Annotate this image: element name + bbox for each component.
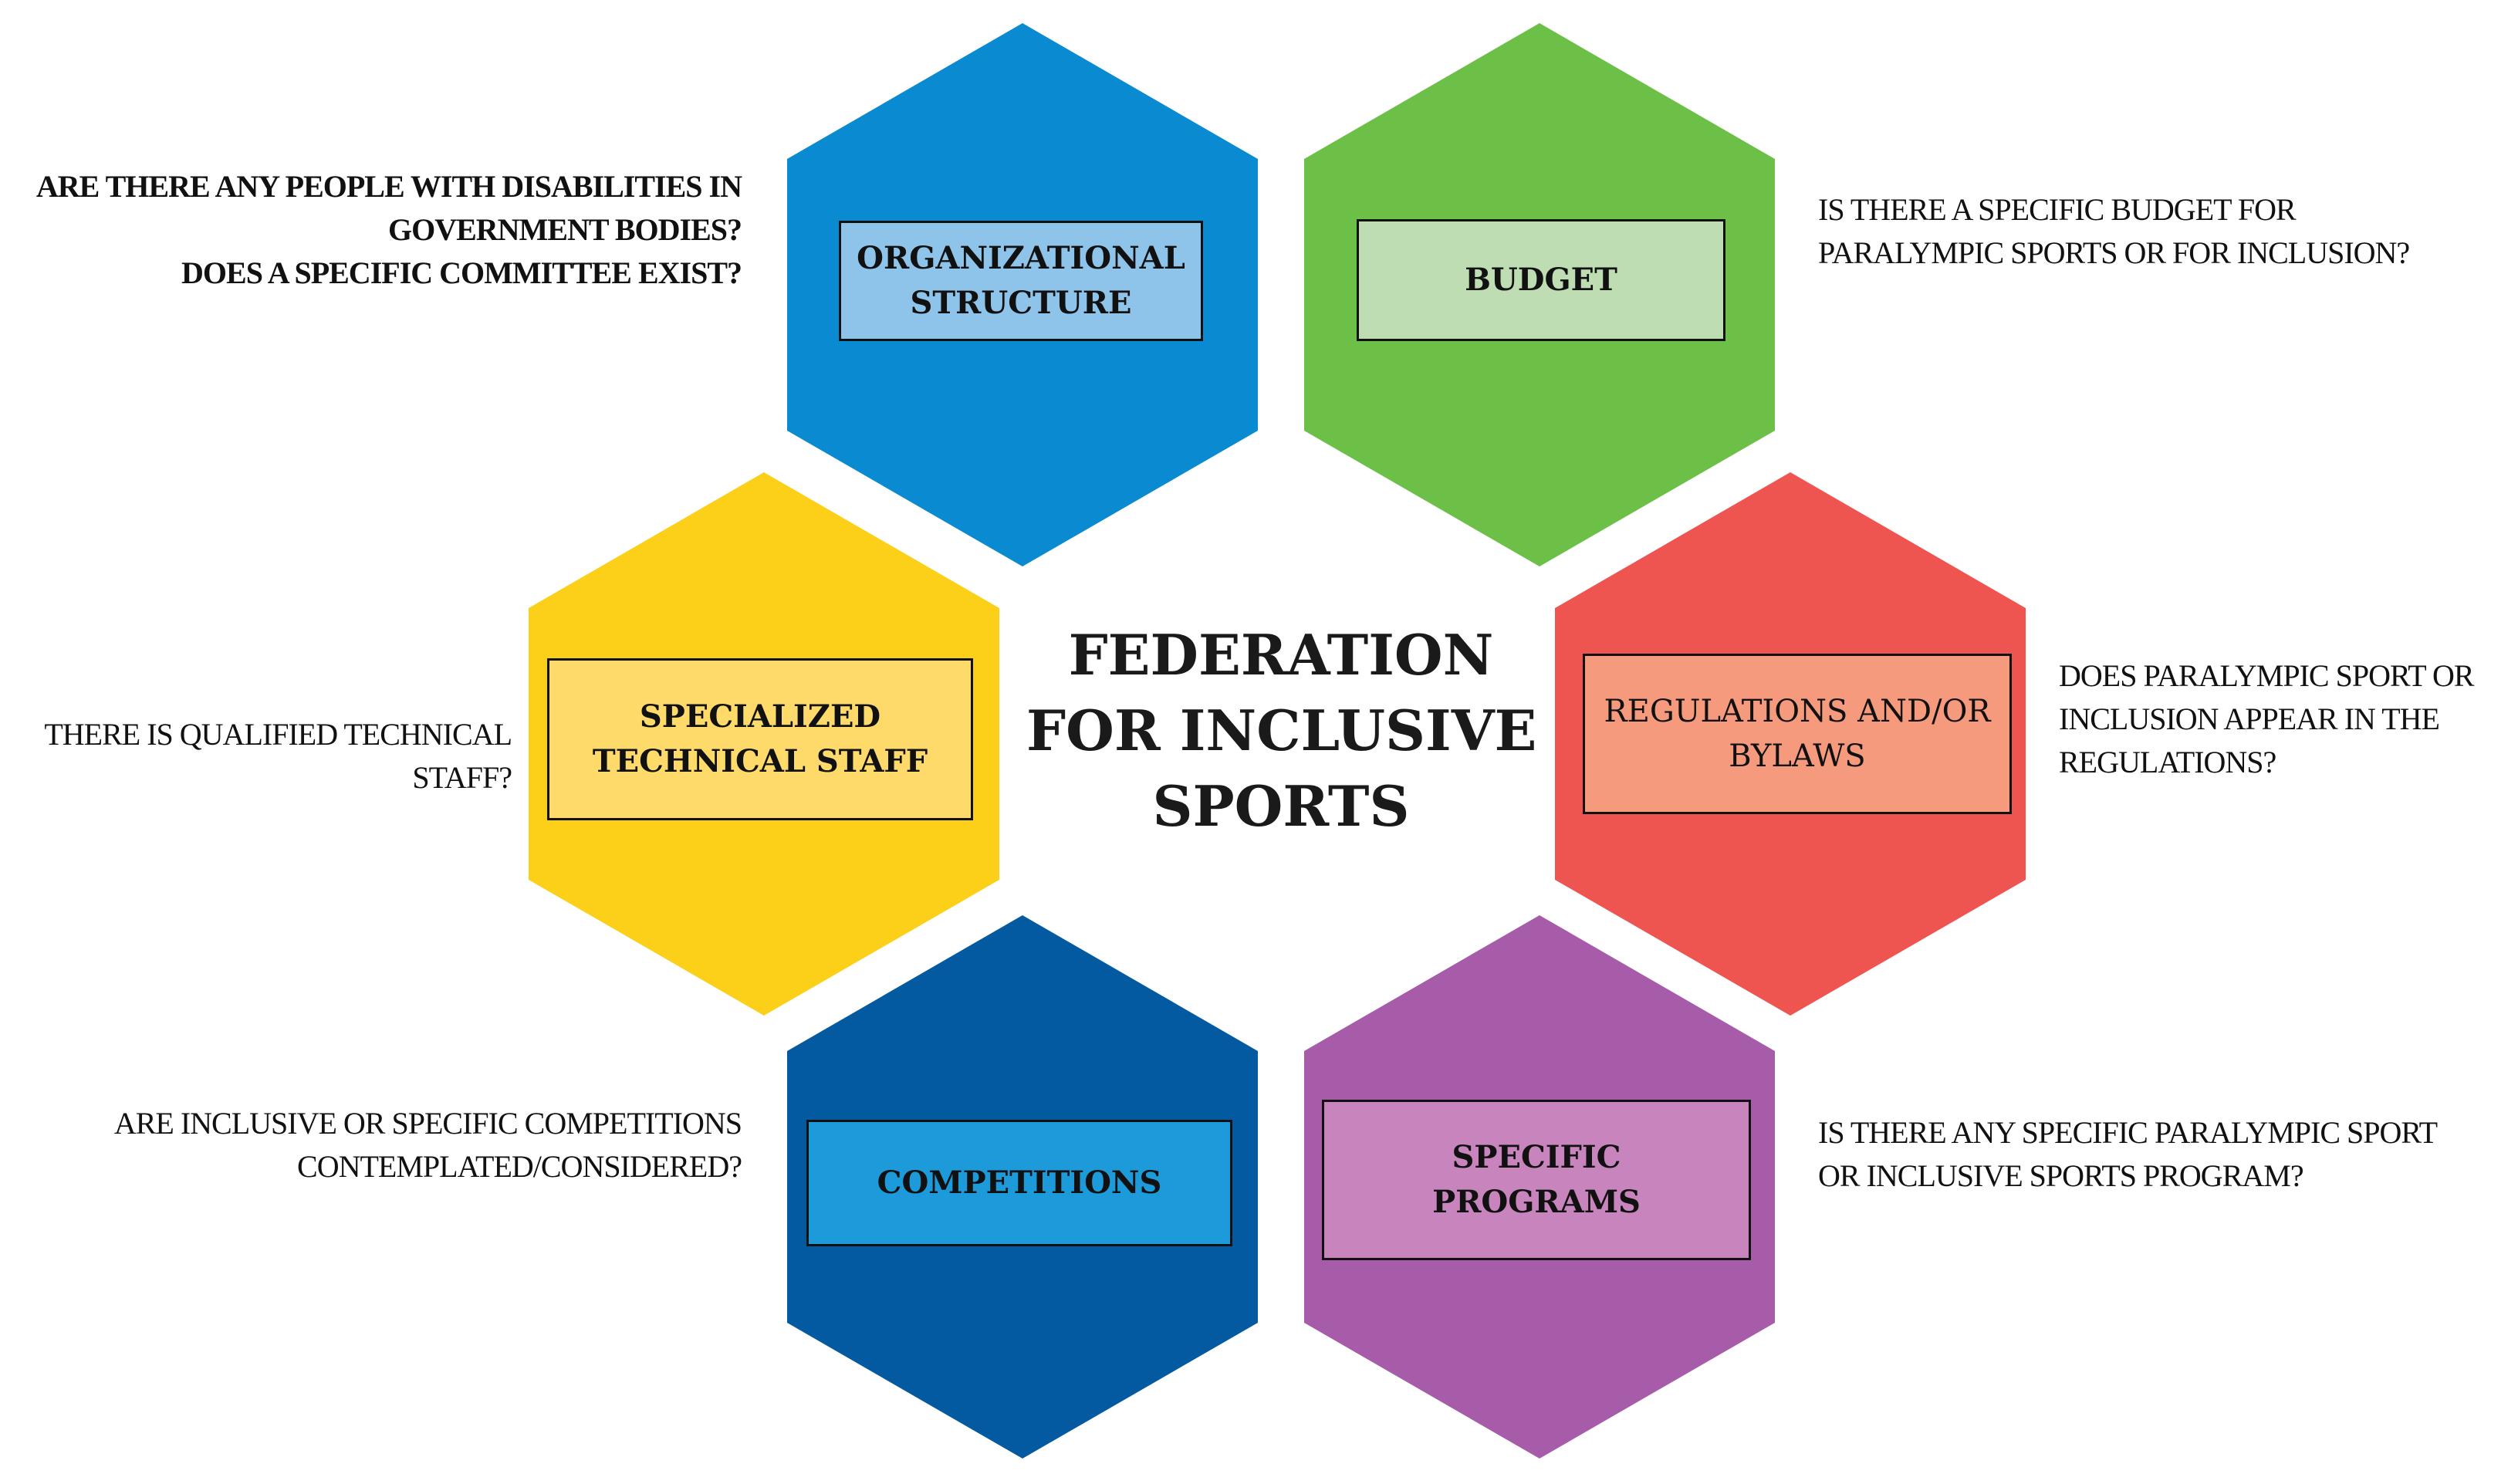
question-technical: THERE IS QUALIFIED TECHNICAL STAFF? [44,713,512,799]
question-line: CONTEMPLATED/CONSIDERED? [297,1149,742,1184]
label-line: STRUCTURE [910,285,1132,321]
label-line: COMPETITIONS [877,1165,1162,1201]
label-line: PROGRAMS [1432,1184,1641,1220]
label-line: BUDGET [1465,262,1617,298]
center-title: FEDERATION FOR INCLUSIVE SPORTS [1026,617,1536,844]
label-regulations: REGULATIONS AND/OR BYLAWS [1583,654,2012,814]
label-line: TECHNICAL STAFF [592,743,928,779]
question-line: ARE THERE ANY PEOPLE WITH DISABILITIES I… [35,169,742,204]
label-specific-programs: SPECIFIC PROGRAMS [1322,1100,1751,1260]
question-line: IS THERE A SPECIFIC BUDGET FOR [1818,192,2297,227]
question-regulations: DOES PARALYMPIC SPORT OR INCLUSION APPEA… [2059,654,2475,784]
question-line: THERE IS QUALIFIED TECHNICAL [44,717,512,752]
center-title-line: FEDERATION [1068,622,1494,688]
label-organizational-structure: ORGANIZATIONAL STRUCTURE [839,221,1203,341]
label-line: SPECIFIC [1452,1139,1621,1175]
question-programs: IS THERE ANY SPECIFIC PARALYMPIC SPORT O… [1818,1111,2438,1198]
question-line: GOVERNMENT BODIES? [387,212,742,247]
question-line: STAFF? [412,760,512,795]
label-line: REGULATIONS AND/OR [1604,694,1991,729]
label-line: SPECIALIZED [639,698,881,735]
question-line: DOES PARALYMPIC SPORT OR [2059,658,2475,693]
question-line: PARALYMPIC SPORTS OR FOR INCLUSION? [1818,235,2410,270]
label-competitions: COMPETITIONS [806,1120,1232,1246]
label-line: ORGANIZATIONAL [857,240,1185,276]
question-line: ARE INCLUSIVE OR SPECIFIC COMPETITIONS [113,1106,742,1141]
question-line: IS THERE ANY SPECIFIC PARALYMPIC SPORT [1818,1115,2438,1150]
label-specialized-technical-staff: SPECIALIZED TECHNICAL STAFF [547,658,973,820]
question-line: DOES A SPECIFIC COMMITTEE EXIST? [181,255,742,290]
center-title-line: FOR INCLUSIVE [1026,698,1537,763]
question-budget: IS THERE A SPECIFIC BUDGET FOR PARALYMPI… [1818,188,2410,275]
label-budget: BUDGET [1357,219,1725,341]
center-title-line: SPORTS [1152,773,1410,839]
question-organizational: ARE THERE ANY PEOPLE WITH DISABILITIES I… [36,165,742,295]
question-competitions: ARE INCLUSIVE OR SPECIFIC COMPETITIONS C… [114,1102,742,1188]
question-line: REGULATIONS? [2059,745,2276,779]
label-line: BYLAWS [1729,739,1866,774]
question-line: INCLUSION APPEAR IN THE [2059,701,2440,736]
question-line: OR INCLUSIVE SPORTS PROGRAM? [1818,1158,2304,1193]
